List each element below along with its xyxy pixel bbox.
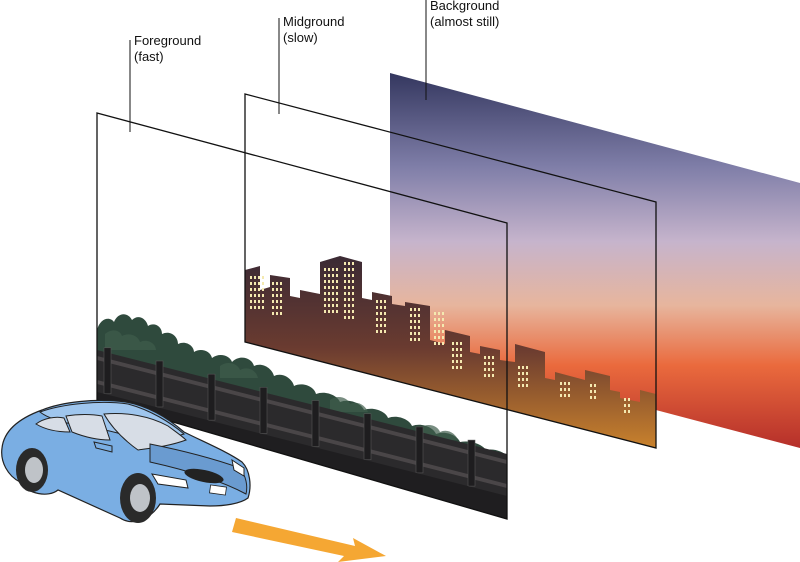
background-label-title: Background — [430, 0, 500, 13]
foreground-label: Foreground (fast) — [134, 33, 201, 65]
midground-label-title: Midground — [283, 14, 345, 29]
lit-windows — [250, 262, 630, 413]
midground-label: Midground (slow) — [283, 14, 344, 46]
fence — [97, 347, 507, 519]
foreground-label-speed: (fast) — [134, 49, 164, 64]
midground-layer — [244, 93, 657, 449]
midground-frame — [244, 93, 657, 449]
midground-label-speed: (slow) — [283, 30, 318, 45]
foreground-frame — [96, 112, 508, 520]
background-label-speed: (almost still) — [430, 14, 500, 29]
direction-arrow-icon — [232, 518, 386, 562]
city-skyline — [245, 256, 656, 448]
background-label: Background (almost still) — [430, 0, 499, 30]
foreground-label-title: Foreground — [134, 33, 202, 48]
car-icon — [1, 399, 251, 523]
